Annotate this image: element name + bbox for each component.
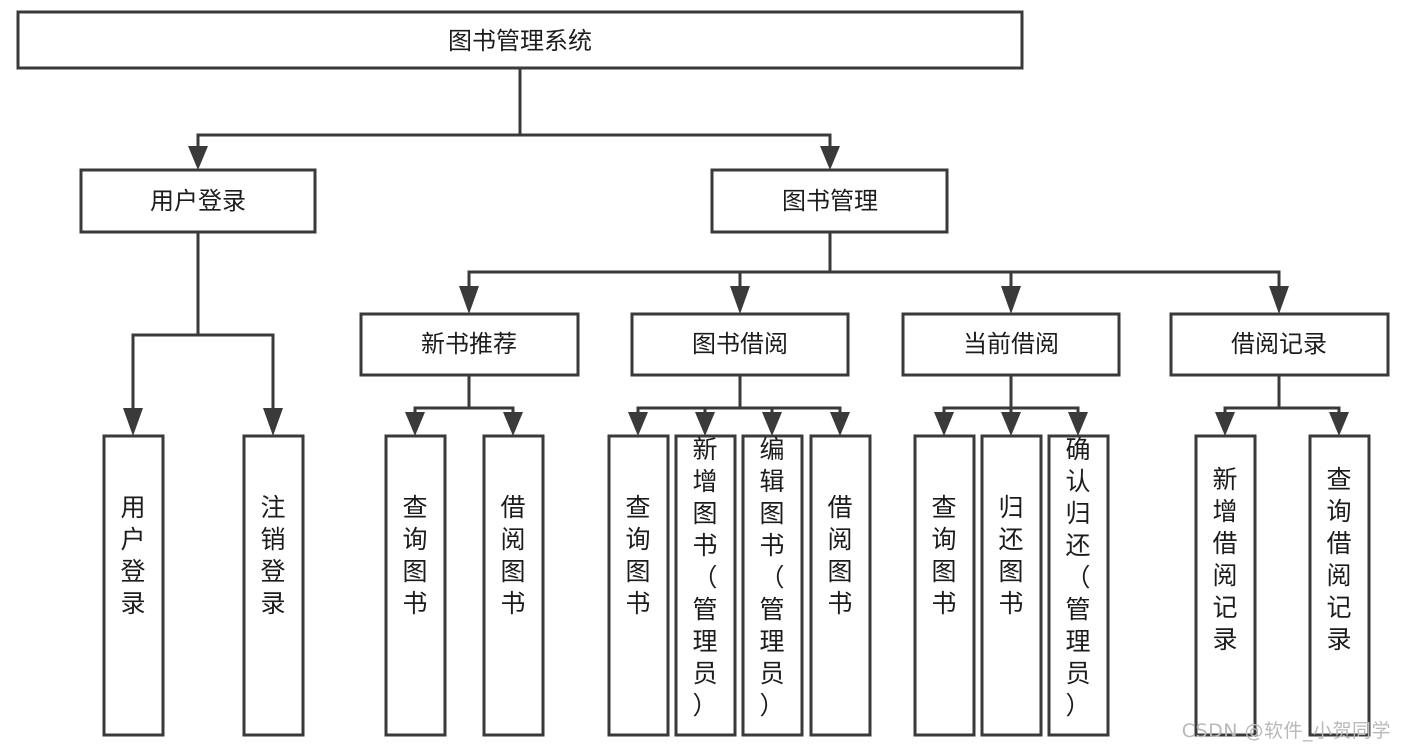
arrowhead-leaf-query-book-2: [628, 412, 648, 436]
user-login-label: 用户登录: [150, 187, 246, 215]
leaf-query-book-1-label: 查询图书: [402, 493, 427, 618]
leaf-confirm-return-label: 确认归还（管理员）: [1065, 435, 1090, 720]
arrowhead-borrow-record: [1269, 286, 1289, 314]
node-book-manage[interactable]: 图书管理: [710, 168, 949, 234]
book-borrow-label: 图书借阅: [692, 330, 788, 358]
leaf-node-query-record[interactable]: 查询借阅记录: [1308, 434, 1371, 737]
user-login-box[interactable]: [79, 168, 317, 234]
leaf-confirm-return-box[interactable]: [1047, 434, 1110, 737]
book-borrow-box[interactable]: [630, 312, 850, 377]
arrowhead-leaf-borrow-book-2: [830, 412, 850, 436]
leaf-node-edit-book[interactable]: 编辑图书（管理员）: [741, 434, 804, 737]
leaf-edit-book-label: 编辑图书（管理员）: [759, 435, 784, 720]
leaf-borrow-book-1-box[interactable]: [482, 434, 545, 737]
leaf-node-query-book-2[interactable]: 查询图书: [607, 434, 670, 737]
node-borrow-record[interactable]: 借阅记录: [1169, 312, 1390, 377]
node-book-borrow[interactable]: 图书借阅: [630, 312, 850, 377]
arrowhead-leaf-user-login: [123, 408, 143, 436]
leaf-user-login-label: 用户登录: [120, 493, 145, 618]
leaf-add-book-box[interactable]: [674, 434, 737, 737]
leaf-borrow-book-2-box[interactable]: [809, 434, 872, 737]
leaf-node-query-book-1[interactable]: 查询图书: [384, 434, 447, 737]
arrowhead-current-borrow: [1001, 286, 1021, 314]
arrowhead-leaf-query-book-3: [934, 412, 954, 436]
book-manage-box[interactable]: [710, 168, 949, 234]
arrowhead-leaf-edit-book: [762, 412, 782, 436]
arrowhead-new-book-rec: [459, 286, 479, 314]
leaf-return-book-label: 归还图书: [998, 493, 1023, 618]
leaf-node-confirm-return[interactable]: 确认归还（管理员）: [1047, 434, 1110, 737]
leaf-node-add-record[interactable]: 新增借阅记录: [1194, 434, 1257, 737]
leaf-query-record-box[interactable]: [1308, 434, 1371, 737]
leaf-node-borrow-book-2[interactable]: 借阅图书: [809, 434, 872, 737]
leaf-logout-label: 注销登录: [260, 493, 285, 618]
node-new-book-rec[interactable]: 新书推荐: [359, 312, 580, 377]
leaf-add-book-label: 新增图书（管理员）: [692, 435, 717, 720]
arrowhead-book-borrow: [730, 286, 750, 314]
leaf-edit-book-box[interactable]: [741, 434, 804, 737]
leaf-borrow-book-1-label: 借阅图书: [500, 493, 525, 618]
current-borrow-box[interactable]: [901, 312, 1121, 377]
leaf-node-user-login[interactable]: 用户登录: [102, 434, 165, 737]
leaf-node-return-book[interactable]: 归还图书: [980, 434, 1043, 737]
leaf-query-book-3-label: 查询图书: [931, 493, 956, 618]
arrowhead-leaf-query-book-1: [405, 412, 425, 436]
arrowhead-leaf-confirm-return: [1068, 412, 1088, 436]
csdn-watermark: CSDN @软件_小贺同学: [1181, 720, 1391, 742]
leaf-query-record-label: 查询借阅记录: [1326, 465, 1351, 654]
arrowhead-leaf-add-record: [1215, 412, 1235, 436]
leaf-query-book-2-label: 查询图书: [625, 493, 650, 618]
node-current-borrow[interactable]: 当前借阅: [901, 312, 1121, 377]
node-user-login[interactable]: 用户登录: [79, 168, 317, 234]
arrowhead-leaf-borrow-book-1: [503, 412, 523, 436]
new-book-rec-box[interactable]: [359, 312, 580, 377]
leaf-return-book-box[interactable]: [980, 434, 1043, 737]
node-root[interactable]: 图书管理系统: [16, 10, 1024, 70]
book-manage-label: 图书管理: [782, 187, 878, 215]
leaf-logout-box[interactable]: [242, 434, 305, 737]
current-borrow-label: 当前借阅: [963, 330, 1059, 358]
arrowhead-leaf-logout: [263, 408, 283, 436]
leaf-query-book-3-box[interactable]: [913, 434, 976, 737]
leaf-add-record-label: 新增借阅记录: [1212, 465, 1237, 654]
root-label: 图书管理系统: [448, 27, 592, 55]
leaf-user-login-box[interactable]: [102, 434, 165, 737]
arrowhead-leaf-query-record: [1329, 412, 1349, 436]
root-box[interactable]: [16, 10, 1024, 70]
arrowhead-book-manage: [820, 146, 840, 170]
new-book-rec-label: 新书推荐: [421, 330, 517, 358]
arrowhead-user-login: [188, 146, 208, 170]
leaf-query-book-2-box[interactable]: [607, 434, 670, 737]
leaf-node-borrow-book-1[interactable]: 借阅图书: [482, 434, 545, 737]
arrowhead-leaf-return-book: [1001, 412, 1021, 436]
borrow-record-label: 借阅记录: [1231, 330, 1327, 358]
connector-layer: [123, 66, 1349, 436]
leaf-add-record-box[interactable]: [1194, 434, 1257, 737]
leaf-node-query-book-3[interactable]: 查询图书: [913, 434, 976, 737]
leaf-node-add-book[interactable]: 新增图书（管理员）: [674, 434, 737, 737]
borrow-record-box[interactable]: [1169, 312, 1390, 377]
leaf-borrow-book-2-label: 借阅图书: [827, 493, 852, 618]
arrowhead-leaf-add-book: [695, 412, 715, 436]
leaf-node-logout[interactable]: 注销登录: [242, 434, 305, 737]
leaf-query-book-1-box[interactable]: [384, 434, 447, 737]
